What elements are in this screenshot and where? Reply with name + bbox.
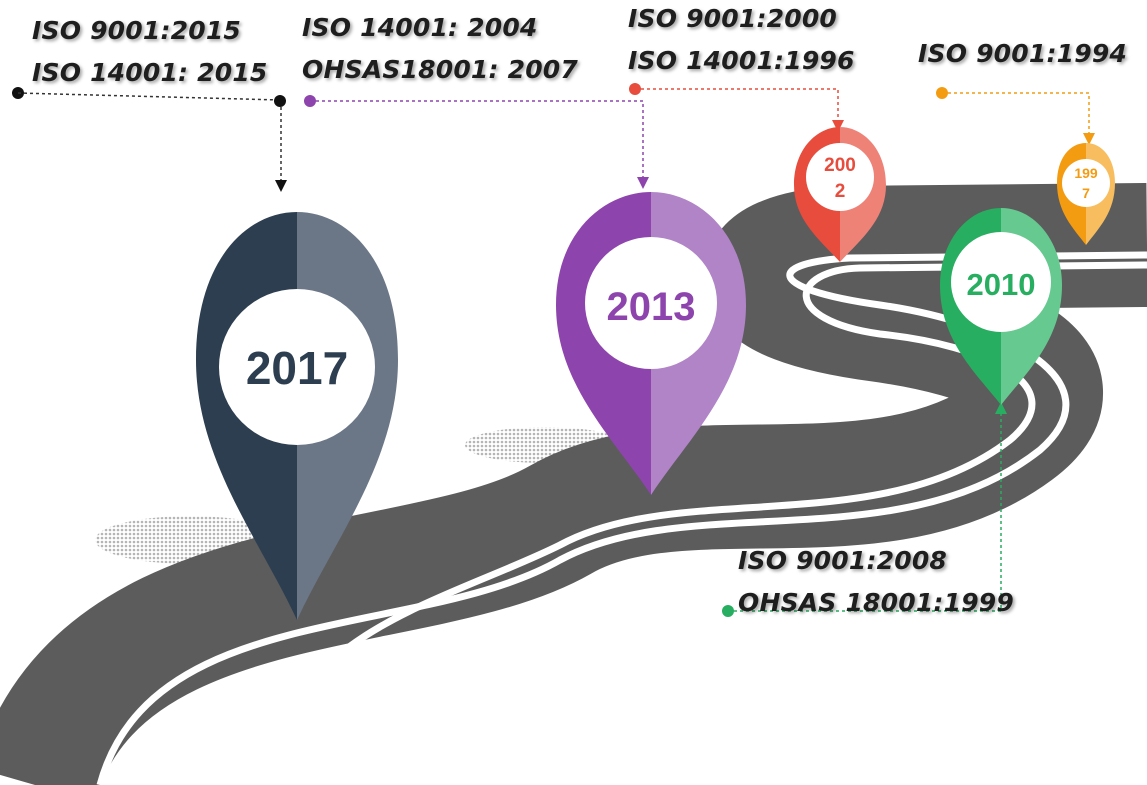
connector-1997 [936,87,1095,145]
certs-2002: ISO 9001:2000 ISO 14001:1996 [628,0,855,82]
cert-2017-line2: ISO 14001: 2015 [32,58,268,87]
pin-1997-year-line2: 7 [1082,185,1090,201]
cert-2017-line1: ISO 9001:2015 [32,16,242,45]
pin-2017: 2017 [196,212,398,620]
cert-2013-line1: ISO 14001: 2004 [302,13,538,42]
pin-2002: 200 2 [794,127,886,262]
pin-2002-year-line1: 200 [824,155,856,176]
pin-2010-year: 2010 [967,267,1036,302]
pin-2013: 2013 [556,192,746,495]
pin-2017-face [219,289,375,445]
certs-2013: ISO 14001: 2004 OHSAS18001: 2007 [302,7,578,91]
cert-2010-line2: OHSAS 18001:1999 [738,588,1014,617]
pin-2002-year-line2: 2 [835,181,846,202]
pin-2010-face [951,232,1051,332]
pin-2013-face [585,237,717,369]
cert-2013-line2: OHSAS18001: 2007 [302,55,578,84]
cert-1997-line1: ISO 9001:1994 [918,39,1128,68]
pin-2010: 2010 [940,208,1062,405]
pin-2017-year: 2017 [246,342,348,394]
pin-2013-year: 2013 [607,285,696,329]
cert-2002-line2: ISO 14001:1996 [628,46,855,75]
road-edge-right [283,261,1147,785]
pin-1997-year-line1: 199 [1074,165,1098,181]
connector-2010 [722,402,1007,617]
pin-2002-face [806,143,874,211]
pin-1997: 199 7 [1057,143,1115,245]
cert-2010-line1: ISO 9001:2008 [738,546,948,575]
certs-1997: ISO 9001:1994 [918,33,1127,75]
road-edge-left [96,251,1147,785]
certs-2017: ISO 9001:2015 ISO 14001: 2015 [32,10,268,94]
pin-1997-face [1062,159,1110,207]
connector-2002 [629,83,844,132]
cert-2002-line1: ISO 9001:2000 [628,4,838,33]
connector-2013 [304,95,649,189]
certs-2010: ISO 9001:2008 OHSAS 18001:1999 [738,540,1014,624]
connector-2017 [12,87,287,192]
